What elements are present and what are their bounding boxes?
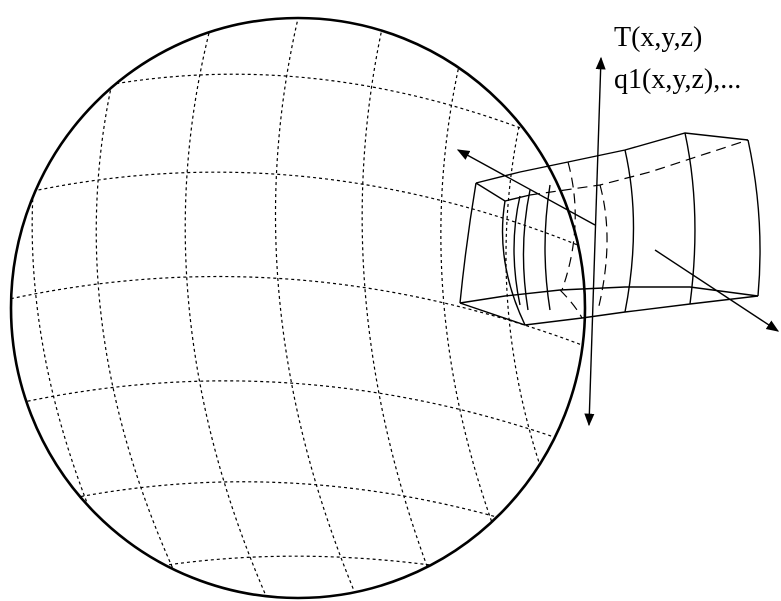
lower-right-arrow — [654, 249, 780, 332]
upper-left-arrow — [456, 149, 596, 226]
vertical-double-arrow — [584, 56, 606, 427]
variable-label-tracers: q1(x,y,z),... — [614, 64, 742, 95]
grid-column-box — [459, 132, 761, 326]
sphere-longitude-gridlines — [31, 18, 561, 598]
variable-label-temperature: T(x,y,z) — [614, 22, 703, 53]
sphere-latitude-gridlines — [11, 73, 585, 581]
sphere-outline — [9, 16, 587, 600]
